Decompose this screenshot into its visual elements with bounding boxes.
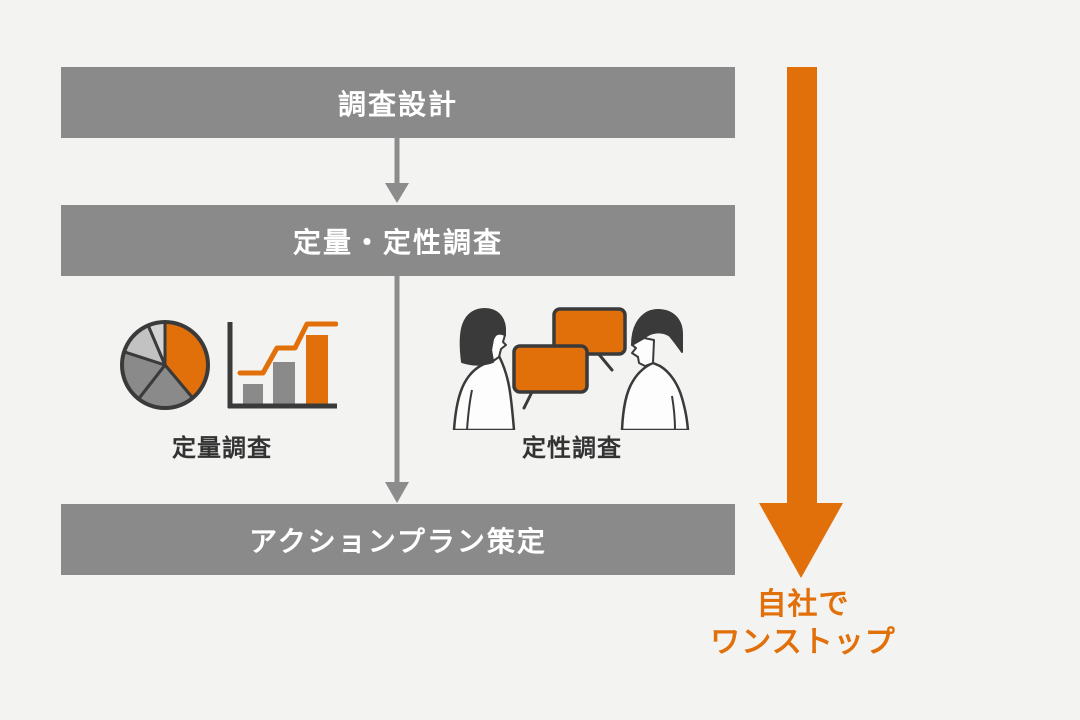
step-label-survey-design: 調査設計 (337, 88, 458, 120)
woman-arm-line (466, 389, 473, 430)
pie-outline (120, 320, 210, 410)
step-label-quant-qual-research: 定量・定性調査 (292, 226, 503, 258)
step-bar-action-plan: アクションプラン策定 (61, 504, 735, 575)
man-arm-line (671, 395, 676, 430)
pie-chart-icon (120, 320, 210, 410)
bar-small (243, 384, 263, 406)
step-label-action-plan: アクションプラン策定 (249, 525, 547, 557)
qualitative-research-label: 定性調査 (522, 435, 622, 462)
woman-hair (459, 308, 506, 366)
man-hair (631, 309, 683, 353)
big-arrow-shaft (787, 67, 817, 504)
interview-icon (452, 307, 690, 430)
speech-bubble-lower (512, 344, 589, 394)
down-arrow-icon (385, 276, 409, 503)
one-stop-caption-line2: ワンストップ (710, 626, 896, 660)
one-stop-caption-line1: 自社で (756, 588, 850, 621)
man-body (620, 361, 690, 430)
big-arrow-head (759, 503, 843, 578)
arrow-head (385, 183, 409, 203)
quantitative-research-label: 定量調査 (172, 435, 272, 462)
speech-bubble-upper (552, 307, 627, 356)
man-icon (620, 309, 690, 430)
down-arrow-icon (385, 137, 409, 203)
bar-tall-orange (306, 335, 328, 406)
step-bar-survey-design: 調査設計 (61, 67, 735, 138)
bar-graph-icon (227, 321, 338, 409)
woman-body (452, 354, 516, 430)
arrow-head (385, 482, 409, 503)
step-bar-quant-qual-research: 定量・定性調査 (61, 205, 735, 276)
one-stop-caption: 自社で ワンストップ (690, 586, 916, 663)
bar-medium (273, 362, 295, 406)
woman-icon (452, 308, 516, 430)
big-down-arrow-icon (759, 67, 843, 578)
speech-bubbles-icon (512, 307, 627, 410)
trend-line (237, 321, 338, 376)
